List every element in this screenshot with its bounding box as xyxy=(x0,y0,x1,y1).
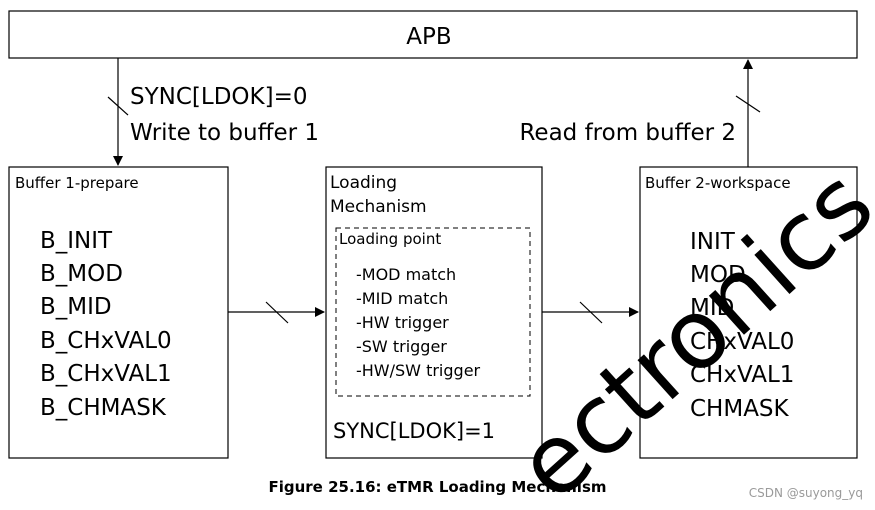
loading-point-list: -MOD match -MID match -HW trigger -SW tr… xyxy=(356,265,481,380)
buffer1-register-list: B_INIT B_MOD B_MID B_CHxVAL0 B_CHxVAL1 B… xyxy=(40,228,172,421)
loading-point-item: -MOD match xyxy=(356,265,456,284)
buffer2-register: CHMASK xyxy=(690,396,790,422)
loading-point-box xyxy=(335,227,531,397)
loading-point-item: -HW/SW trigger xyxy=(356,361,481,380)
loading-sync-label: SYNC[LDOK]=1 xyxy=(333,419,495,443)
buffer2-register: MID xyxy=(690,295,734,321)
loading-mechanism-title-line1: Loading xyxy=(330,173,397,193)
loading-point-title: Loading point xyxy=(339,230,441,248)
watermark: ectronics xyxy=(495,147,875,510)
write-arrow-bus-slash xyxy=(107,96,129,116)
apb-bus xyxy=(8,10,858,59)
buffer2-box xyxy=(639,166,858,459)
buffer1-register: B_CHxVAL0 xyxy=(40,328,172,354)
buffer2-register: MOD xyxy=(690,262,746,288)
buffer2-register: INIT xyxy=(690,229,736,255)
source-credit: CSDN @suyong_yq xyxy=(748,486,863,500)
read-arrow-bus-slash xyxy=(735,95,761,113)
write-arrow-write-label: Write to buffer 1 xyxy=(130,120,319,146)
buffer1-register: B_CHMASK xyxy=(40,395,167,421)
figure-caption: Figure 25.16: eTMR Loading Mechanism xyxy=(268,478,607,496)
buffer1-to-loading-bus-slash xyxy=(265,301,289,324)
read-arrow-label: Read from buffer 2 xyxy=(519,120,736,146)
write-arrow-sync-label: SYNC[LDOK]=0 xyxy=(130,84,307,110)
apb-label: APB xyxy=(406,24,451,50)
loading-point-item: -HW trigger xyxy=(356,313,449,332)
buffer1-register: B_MID xyxy=(40,294,112,320)
buffer1-register: B_MOD xyxy=(40,261,123,287)
buffer2-register-list: INIT MOD MID CHxVAL0 CHxVAL1 CHMASK xyxy=(690,229,794,422)
buffer2-register: CHxVAL1 xyxy=(690,362,794,388)
loading-point-item: -MID match xyxy=(356,289,448,308)
loading-mechanism-title-line2: Mechanism xyxy=(330,197,427,217)
buffer2-register: CHxVAL0 xyxy=(690,329,794,355)
buffer1-register: B_INIT xyxy=(40,228,113,254)
watermark-text: ectronics xyxy=(495,147,875,510)
buffer2-title: Buffer 2-workspace xyxy=(645,174,791,192)
loading-to-buffer2-bus-slash xyxy=(579,301,603,324)
loading-point-item: -SW trigger xyxy=(356,337,447,356)
buffer1-title: Buffer 1-prepare xyxy=(15,174,139,192)
buffer1-register: B_CHxVAL1 xyxy=(40,361,172,387)
